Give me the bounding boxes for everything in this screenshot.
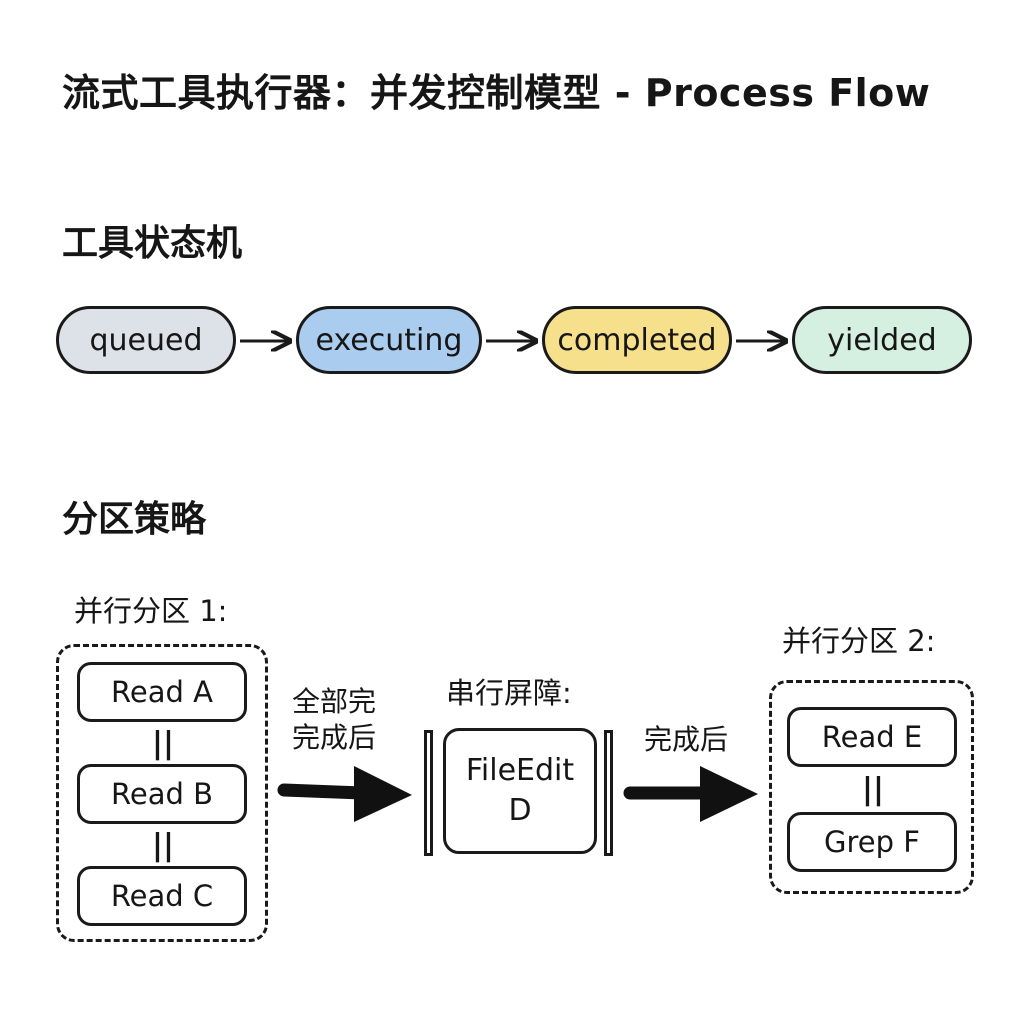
state-completed-label: completed	[557, 322, 717, 358]
tool-grep-f-label: Grep F	[824, 825, 920, 859]
parallel-joiner: ||	[862, 772, 884, 807]
serial-barrier-right-bar	[604, 730, 613, 856]
state-queued-label: queued	[89, 322, 203, 358]
state-executing: executing	[296, 306, 482, 374]
tool-read-a: Read A	[77, 662, 247, 722]
tool-read-b: Read B	[77, 764, 247, 824]
parallel-partition-1-label: 并行分区 1:	[74, 594, 228, 628]
serial-barrier-label: 串行屏障:	[446, 676, 572, 710]
serial-barrier-left-bar	[424, 730, 433, 856]
arrow-1-label-line2: 完成后	[292, 721, 377, 754]
tool-grep-f: Grep F	[787, 812, 957, 872]
arrow-2-label: 完成后	[644, 723, 729, 756]
state-yielded: yielded	[792, 306, 972, 374]
parallel-joiner: ||	[152, 828, 174, 863]
state-yielded-label: yielded	[827, 322, 937, 358]
flow-arrow-1	[277, 766, 412, 822]
partition-heading: 分区策略	[62, 499, 207, 540]
flow-arrow-2	[623, 766, 758, 822]
tool-read-e: Read E	[787, 707, 957, 767]
parallel-joiner: ||	[152, 726, 174, 761]
state-queued: queued	[56, 306, 236, 374]
state-machine-heading: 工具状态机	[62, 223, 243, 264]
tool-read-e-label: Read E	[821, 720, 923, 754]
tool-read-c: Read C	[77, 866, 247, 926]
tool-fileedit-d: FileEdit D	[443, 728, 597, 854]
state-completed: completed	[542, 306, 732, 374]
tool-read-a-label: Read A	[111, 675, 213, 709]
parallel-partition-1-box	[56, 644, 268, 942]
tool-fileedit-d-line2: D	[508, 793, 532, 828]
tool-read-c-label: Read C	[110, 879, 214, 913]
tool-fileedit-d-line1: FileEdit	[465, 753, 575, 788]
arrow-1-label-line1: 全部完	[292, 685, 377, 718]
arrow-1-label: 全部完 完成后	[292, 684, 376, 756]
page-title: 流式工具执行器：并发控制模型 - Process Flow	[62, 71, 931, 115]
parallel-partition-2-label: 并行分区 2:	[782, 624, 936, 658]
parallel-partition-2-box	[769, 680, 974, 894]
state-executing-label: executing	[315, 322, 463, 358]
tool-read-b-label: Read B	[111, 777, 213, 811]
